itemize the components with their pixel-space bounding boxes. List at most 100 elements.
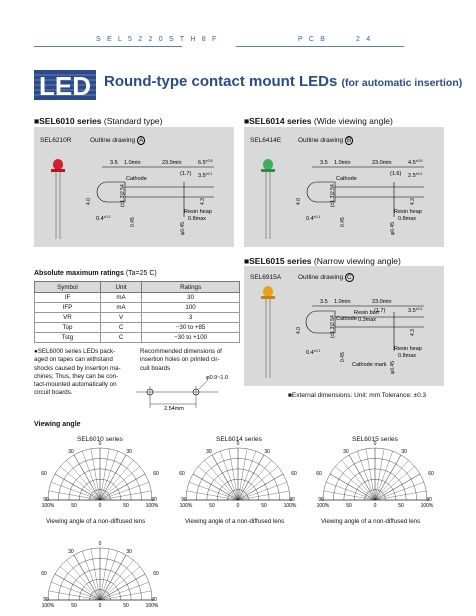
svg-text:Cathode: Cathode: [336, 176, 357, 182]
amr-title: Absolute maximum ratings (Ta=25 C): [34, 270, 157, 277]
polar-angle-label: 0: [99, 541, 102, 547]
svg-text:Cathode: Cathode: [336, 316, 357, 322]
logo-text: LED: [39, 71, 91, 100]
svg-text:Resin burr: Resin burr: [354, 310, 380, 316]
svg-text:0.4±0.1: 0.4±0.1: [306, 349, 320, 356]
polar-axis-label: 50: [71, 603, 77, 609]
svg-text:1.0min: 1.0min: [124, 160, 141, 166]
section-title-sel6010: ■SEL6010 series (Standard type): [34, 116, 163, 126]
svg-text:0.8max: 0.8max: [398, 216, 416, 222]
svg-text:23.0min: 23.0min: [162, 160, 182, 166]
svg-text:4.0: 4.0: [86, 198, 92, 205]
svg-text:2.5±0.1: 2.5±0.1: [408, 172, 422, 179]
svg-text:0.4±0.1: 0.4±0.1: [306, 215, 320, 222]
svg-text:4.3: 4.3: [200, 198, 206, 205]
svg-text:0.8max: 0.8max: [188, 216, 206, 222]
svg-text:φ0.45: φ0.45: [390, 361, 396, 374]
polar-axis-label: 50: [346, 503, 352, 509]
polar-axis-label: 100%: [146, 503, 159, 509]
polar-axis-label: 100%: [42, 503, 55, 509]
polar-angle-label: 0: [99, 441, 102, 447]
polar-angle-label: 60: [153, 471, 159, 477]
svg-text:3.5±0.1: 3.5±0.1: [198, 172, 212, 179]
polar-angle-label: 30: [401, 449, 407, 455]
holes-diagram: φ0.9~1.0 2.54mm: [136, 375, 228, 412]
svg-text:φ0.9~1.0: φ0.9~1.0: [206, 375, 228, 381]
polar-axis-label: 100%: [180, 503, 193, 509]
polar-angle-label: 60: [291, 471, 297, 477]
viewing-series-label-3: SEL6015 series: [352, 436, 398, 443]
polar-angle-label: 90: [426, 497, 432, 503]
svg-text:Resin heap: Resin heap: [184, 209, 212, 215]
polar-axis-label: 100%: [42, 603, 55, 609]
viewing-series-label-2: SEL6014 series: [216, 436, 262, 443]
svg-text:Resin heap: Resin heap: [394, 346, 422, 352]
polar-axis-label: 0: [99, 603, 102, 609]
polar-axis-label: 50: [71, 503, 77, 509]
polar-axis-label: 50: [123, 603, 129, 609]
viewing-angle-title: Viewing angle: [34, 421, 81, 428]
svg-text:(1.6): (1.6): [390, 171, 401, 177]
polar-angle-label: 90: [151, 497, 157, 503]
svg-text:Cathode mark: Cathode mark: [352, 362, 387, 368]
svg-text:(1.7): (1.7): [180, 171, 191, 177]
page-title: Round-type contact mount LEDs (for autom…: [104, 73, 463, 90]
polar-angle-label: 90: [43, 497, 49, 503]
svg-text:0.4±0.1: 0.4±0.1: [96, 215, 110, 222]
polar-axis-label: 50: [261, 503, 267, 509]
polar-angle-label: 90: [318, 497, 324, 503]
svg-text:4.3: 4.3: [410, 198, 416, 205]
polar-angle-label: 30: [206, 449, 212, 455]
led-photo-green: [261, 159, 275, 239]
viewing-caption-3: Viewing angle of a non-diffused lens: [321, 518, 421, 525]
header-code: S E L 5 2 2 0 S T H 8 F: [96, 36, 219, 43]
svg-text:0.45: 0.45: [130, 217, 136, 227]
polar-angle-label: 60: [41, 571, 47, 577]
polar-axis-label: 100%: [146, 603, 159, 609]
polar-axis-label: 100%: [284, 503, 297, 509]
svg-text:3.5: 3.5: [320, 299, 328, 305]
svg-text:φ0.45: φ0.45: [390, 222, 396, 235]
svg-text:23.0min: 23.0min: [372, 160, 392, 166]
page-number: 2 4: [356, 36, 373, 43]
polar-axis-label: 50: [209, 503, 215, 509]
polar-angle-label: 0: [237, 441, 240, 447]
drawing-sel6014: 3.5 1.0min 23.0min 4.5±0.5 (1.6) 2.5±0.1…: [261, 159, 424, 239]
svg-text:4.0: 4.0: [296, 198, 302, 205]
svg-text:(±1.3)2.54: (±1.3)2.54: [120, 184, 126, 207]
polar-angle-label: 30: [126, 549, 132, 555]
svg-text:0.8max: 0.8max: [398, 353, 416, 359]
svg-text:2.54mm: 2.54mm: [164, 406, 184, 412]
svg-text:1.0min: 1.0min: [334, 160, 351, 166]
polar-axis-label: 50: [398, 503, 404, 509]
led-logo: LED: [34, 70, 96, 100]
led-photo-amber: [261, 286, 275, 378]
outline-drawing-label: Outline drawing B: [298, 136, 354, 145]
svg-text:4.3: 4.3: [410, 329, 416, 336]
svg-text:φ0.45: φ0.45: [180, 222, 186, 235]
outline-drawing-label: Outline drawing A: [90, 136, 146, 145]
svg-text:0.45: 0.45: [340, 217, 346, 227]
svg-text:Resin heap: Resin heap: [394, 209, 422, 215]
svg-text:0.3max: 0.3max: [358, 317, 376, 323]
polar-angle-label: 90: [289, 497, 295, 503]
polar-angle-label: 90: [151, 597, 157, 603]
polar-angle-label: 60: [179, 471, 185, 477]
viewing-caption-1: Viewing angle of a non-diffused lens: [46, 518, 146, 525]
viewing-caption-2: Viewing angle of a non-diffused lens: [185, 518, 285, 525]
outline-drawing-label: Outline drawing C: [298, 273, 354, 282]
led-photo-red: [51, 159, 65, 239]
polar-axis-label: 50: [123, 503, 129, 509]
polar-angle-label: 30: [68, 549, 74, 555]
polar-axis-label: 0: [99, 503, 102, 509]
model-sel6915a: SEL6915A: [250, 274, 282, 281]
model-sel6210r: SEL6210R: [40, 137, 72, 144]
